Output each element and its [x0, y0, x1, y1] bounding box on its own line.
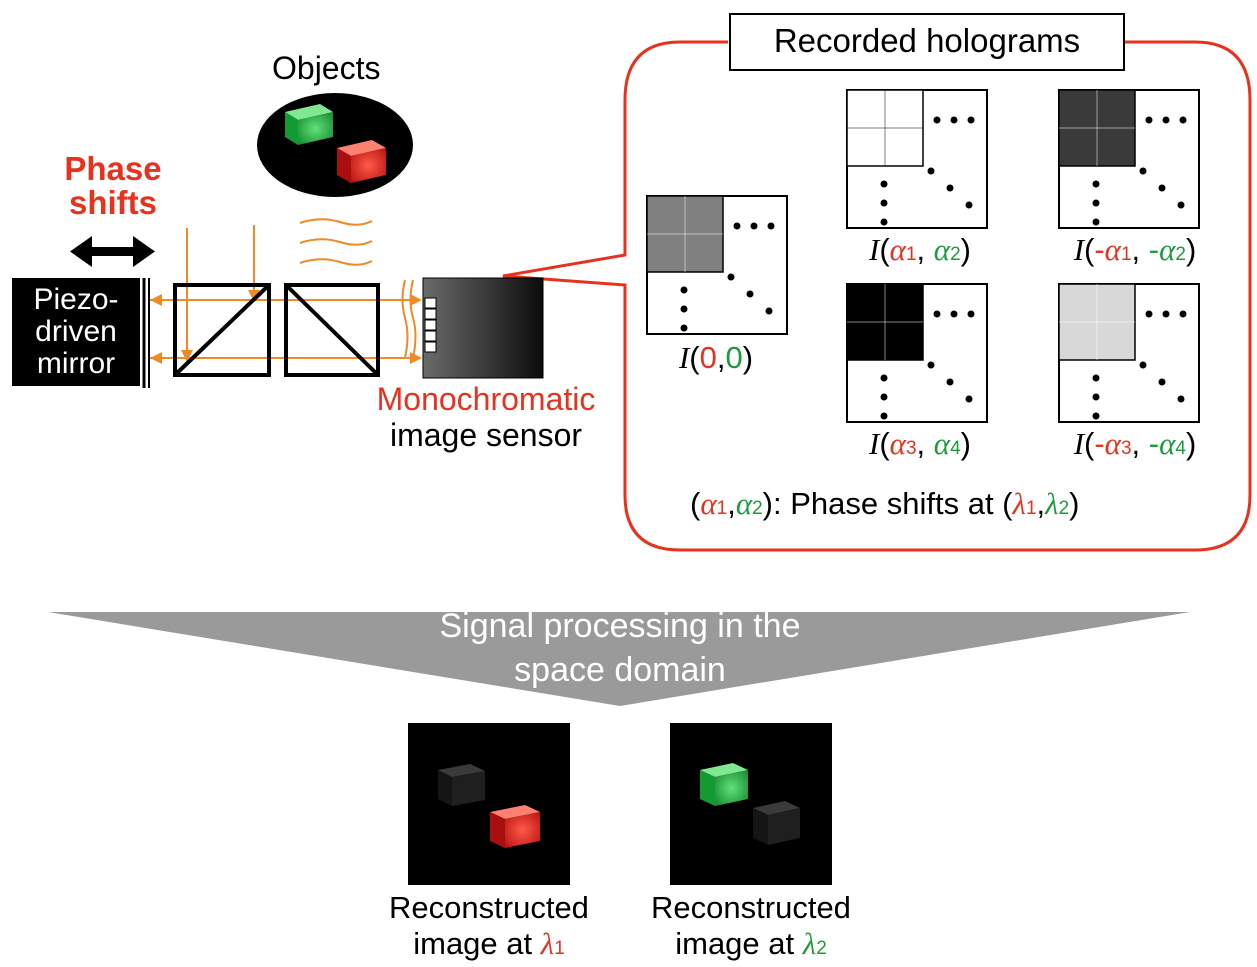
processing-arrow [48, 612, 1190, 706]
red-cube-icon [337, 140, 386, 183]
caption-Ia3a4: I(α3, α4) [869, 426, 971, 461]
signal-processing-label: Signal processing in the space domain [380, 604, 860, 692]
phase-shift-legend: (α1,α2): Phase shifts at (λ1,λ2) [690, 486, 1080, 521]
caption-Ia1a2: I(α1, α2) [869, 232, 971, 267]
dim-cube-icon [438, 764, 485, 806]
caption-Inega3a4: I(-α3, -α4) [1073, 426, 1197, 461]
recon-caption-2-line2: image at λ2 [675, 926, 827, 961]
recon-caption-2: Reconstructed image at λ2 [632, 890, 870, 967]
mirror-line2: driven [35, 315, 117, 348]
phase-shifts-line2: shifts [68, 184, 157, 221]
recon-caption-1-line1: Reconstructed [389, 890, 589, 925]
hologram-Ia3a4 [846, 283, 988, 423]
hologram-Ia1a2 [846, 89, 988, 229]
caption-I00: I(0,0) [678, 340, 754, 375]
mirror-line1: Piezo- [33, 283, 119, 316]
holograms-callout-outline [502, 40, 1252, 552]
hologram-Inega1a2 [1058, 89, 1200, 229]
processing-line2: space domain [514, 651, 726, 689]
dim-cube-2-icon [753, 801, 800, 845]
sensor-label: Monochromatic image sensor [358, 381, 614, 453]
sensor-pixels [424, 297, 437, 353]
red-cube-reconstructed-icon [490, 805, 540, 848]
objects-label: Objects [272, 50, 381, 86]
hologram-I00 [646, 195, 788, 335]
processing-line1: Signal processing in the [439, 607, 801, 645]
beam-splitter-2 [284, 283, 380, 377]
green-cube-icon [285, 104, 333, 145]
recon-caption-2-line1: Reconstructed [651, 890, 851, 925]
phase-shifts-label: Phase shifts [58, 152, 168, 220]
beam-arrowheads [150, 290, 422, 364]
green-cube-reconstructed-icon [700, 763, 748, 806]
beam-splitter-1 [173, 283, 271, 377]
sensor-line1: Monochromatic [376, 381, 596, 417]
hologram-Inega3a4 [1058, 283, 1200, 423]
recon-image-1 [408, 723, 570, 885]
sensor-line2: image sensor [389, 417, 583, 453]
recon-caption-1: Reconstructed image at λ1 [370, 890, 608, 967]
mirror-line3: mirror [36, 347, 116, 380]
recon-image-2 [670, 723, 832, 885]
recorded-holograms-box [729, 13, 1125, 71]
objects-ellipse [257, 93, 413, 197]
image-sensor [422, 277, 544, 379]
phase-shift-arrow-icon [70, 236, 155, 267]
recon-caption-1-line2: image at λ1 [413, 926, 565, 961]
caption-Inega1a2: I(-α1, -α2) [1073, 232, 1197, 267]
object-wavefronts [299, 218, 373, 266]
mirror-label: Piezo- driven mirror [12, 284, 140, 380]
piezo-mirror-block [12, 278, 140, 386]
recorded-holograms-title: Recorded holograms [773, 22, 1081, 59]
phase-shifts-line1: Phase [64, 150, 162, 187]
